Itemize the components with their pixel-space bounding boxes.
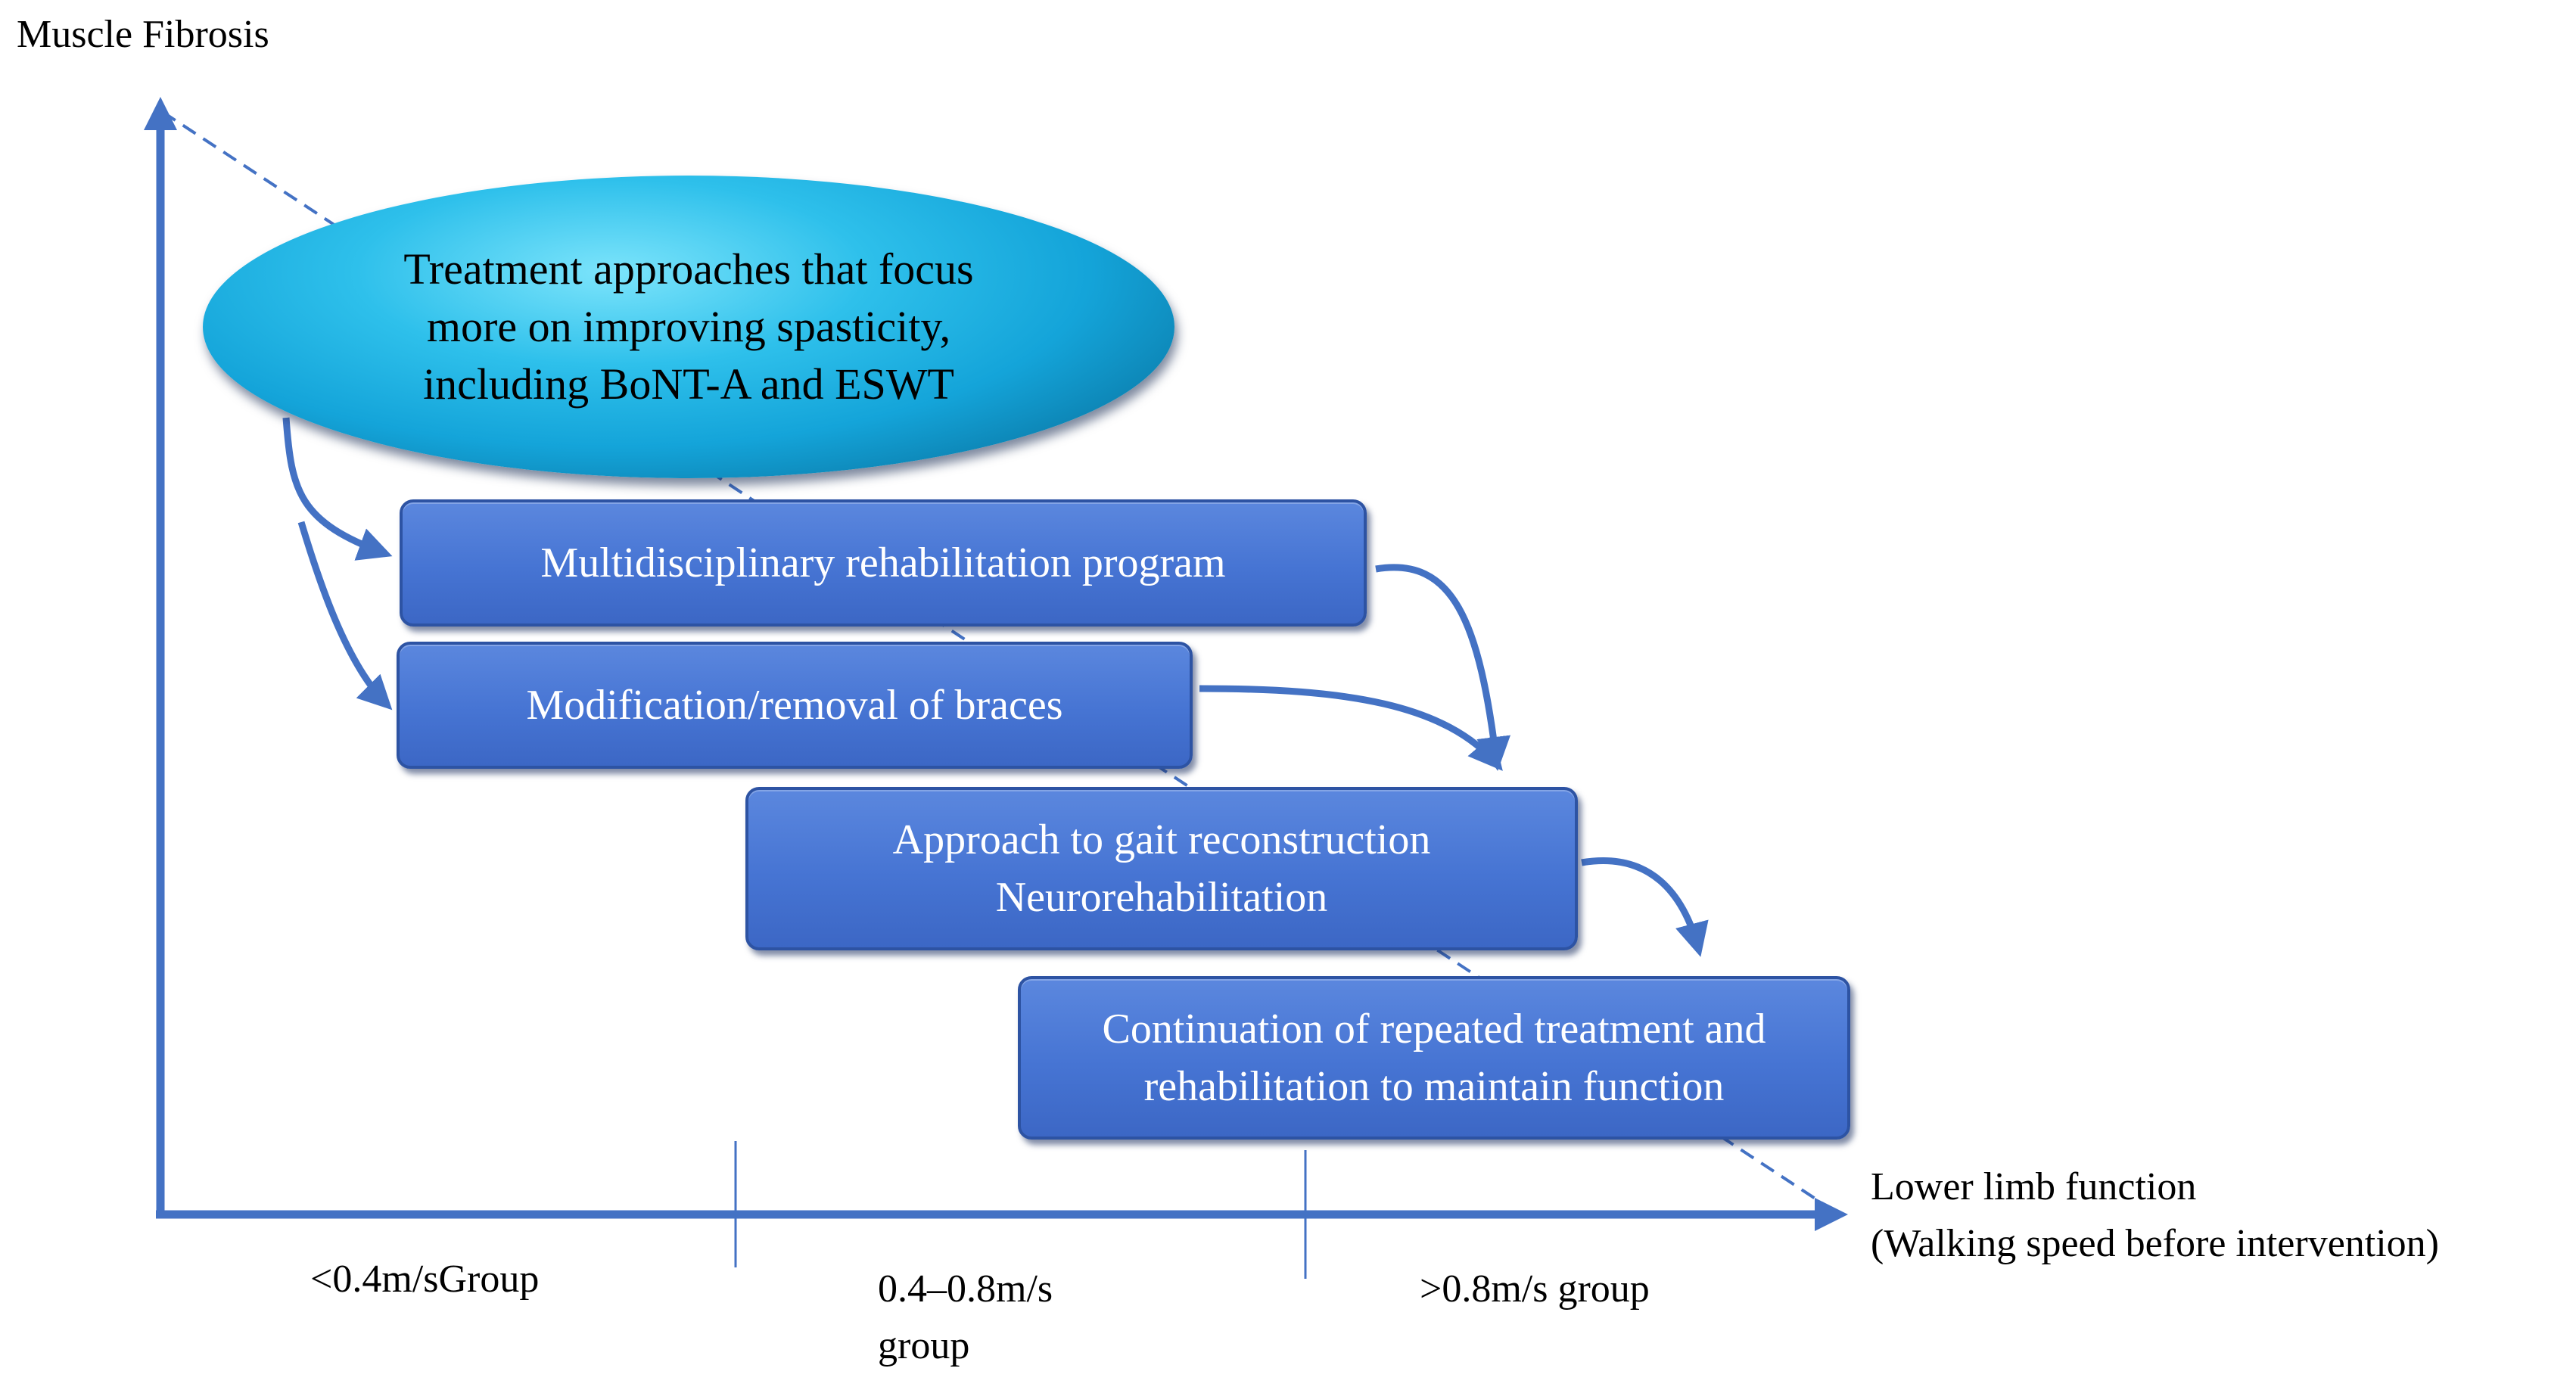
arrow-multidisciplinary-to-gait: [1375, 564, 1511, 771]
braces-box: Modification/removal of braces: [397, 642, 1193, 769]
arrow-to-braces: [297, 521, 393, 711]
group-label-mid: 0.4–0.8m/s group: [878, 1261, 1053, 1375]
arrow-gait-to-continuation: [1581, 857, 1709, 957]
gait-box: Approach to gait reconstruction Neuroreh…: [745, 787, 1578, 950]
x-axis-label-line-2: (Walking speed before intervention): [1871, 1222, 2439, 1266]
y-axis-arrowhead: [144, 97, 177, 130]
gait-label-line-2: Neurorehabilitation: [995, 874, 1328, 921]
group-label-mid-line-2: group: [878, 1324, 970, 1368]
x-axis-label-line-1: Lower limb function: [1871, 1165, 2197, 1208]
group-label-slow: <0.4m/sGroup: [310, 1258, 540, 1301]
group-label-mid-line-1: 0.4–0.8m/s: [878, 1267, 1053, 1311]
ellipse-text-line-3: including BoNT-A and ESWT: [423, 359, 954, 409]
multidisciplinary-label: Multidisciplinary rehabilitation program: [540, 539, 1226, 586]
x-axis-arrowhead: [1815, 1198, 1848, 1231]
continuation-box: Continuation of repeated treatment and r…: [1018, 976, 1850, 1140]
gait-label-line-1: Approach to gait reconstruction: [892, 816, 1431, 863]
continuation-label-line-2: rehabilitation to maintain function: [1143, 1063, 1725, 1110]
ellipse-text-line-1: Treatment approaches that focus: [403, 244, 974, 294]
continuation-label-line-1: Continuation of repeated treatment and: [1102, 1005, 1766, 1053]
y-axis-label: Muscle Fibrosis: [17, 13, 269, 56]
ellipse-text-line-2: more on improving spasticity,: [426, 302, 951, 352]
multidisciplinary-box: Multidisciplinary rehabilitation program: [400, 499, 1367, 627]
arrow-to-multidisciplinary: [282, 417, 393, 561]
spasticity-treatment-ellipse: Treatment approaches that focus more on …: [203, 176, 1174, 478]
arrow-braces-to-gait: [1199, 685, 1503, 771]
braces-label: Modification/removal of braces: [526, 681, 1063, 729]
x-axis-label: Lower limb function (Walking speed befor…: [1871, 1158, 2439, 1273]
group-label-fast: >0.8m/s group: [1420, 1267, 1650, 1311]
